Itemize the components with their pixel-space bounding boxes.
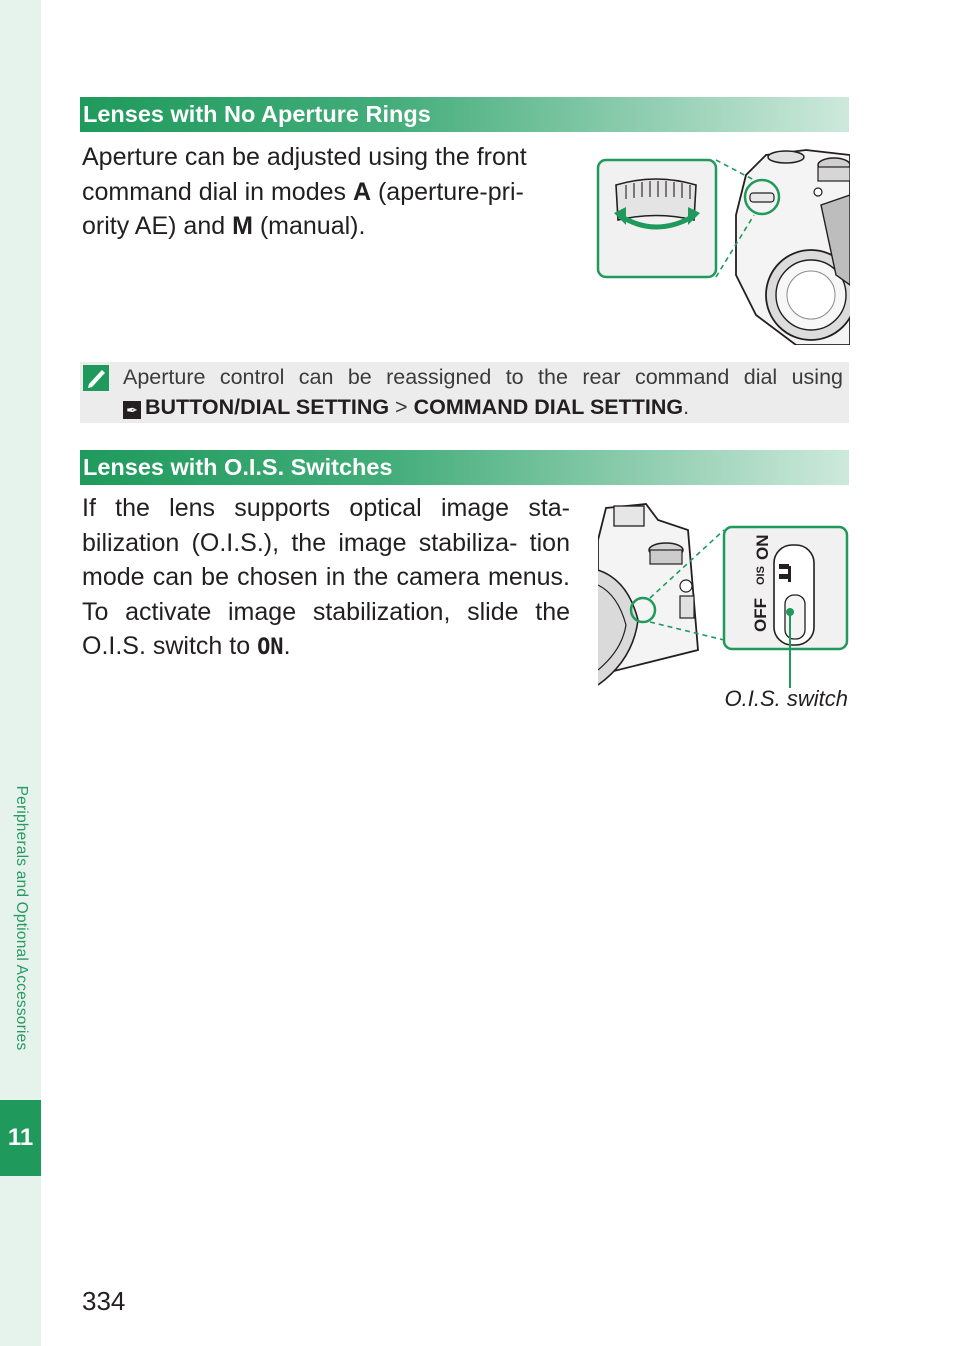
section2-text-2: .: [283, 632, 291, 660]
section1-text-1: Aperture can be adjusted using the front…: [82, 143, 527, 206]
note-end: .: [683, 395, 690, 419]
page-number: 334: [82, 1286, 126, 1316]
front-command-dial-illustration: [596, 149, 850, 345]
note-pencil-icon: [83, 365, 109, 391]
section1-text-3: (manual).: [252, 212, 366, 240]
section1-body: Aperture can be adjusted using the front…: [82, 140, 570, 244]
section-heading-no-aperture-rings: Lenses with No Aperture Rings: [80, 97, 849, 132]
section-heading-ois-switches: Lenses with O.I.S. Switches: [80, 450, 849, 485]
mode-a-label: A: [352, 177, 372, 206]
button-dial-setting-icon: ✒: [123, 401, 141, 419]
section2-body: If the lens supports optical image sta- …: [82, 491, 570, 666]
section1-text-2: (aperture-pri- ority AE) and: [82, 177, 524, 241]
mode-m-label: M: [232, 212, 253, 240]
ois-switch-illustration: OFF OIS ON: [598, 503, 849, 688]
menu-path-button-dial-setting[interactable]: BUTTON/DIAL SETTING: [145, 395, 390, 419]
chapter-tab[interactable]: 11: [0, 1100, 41, 1176]
ois-switch-caption: O.I.S. switch: [724, 686, 848, 711]
note-line-1: Aperture control can be reassigned to th…: [123, 365, 843, 389]
switch-label-ois: OIS: [755, 566, 767, 585]
on-label: ON: [257, 635, 284, 660]
section2-text-1: If the lens supports optical image sta- …: [82, 494, 570, 660]
menu-path-command-dial-setting[interactable]: COMMAND DIAL SETTING: [413, 395, 684, 419]
note-box: [80, 362, 849, 423]
switch-label-off: OFF: [751, 598, 770, 632]
note-text: Aperture control can be reassigned to th…: [123, 362, 843, 422]
chapter-side-label: Peripherals and Optional Accessories: [13, 785, 30, 1051]
menu-path-separator: >: [389, 395, 414, 419]
switch-label-on: ON: [753, 535, 772, 561]
